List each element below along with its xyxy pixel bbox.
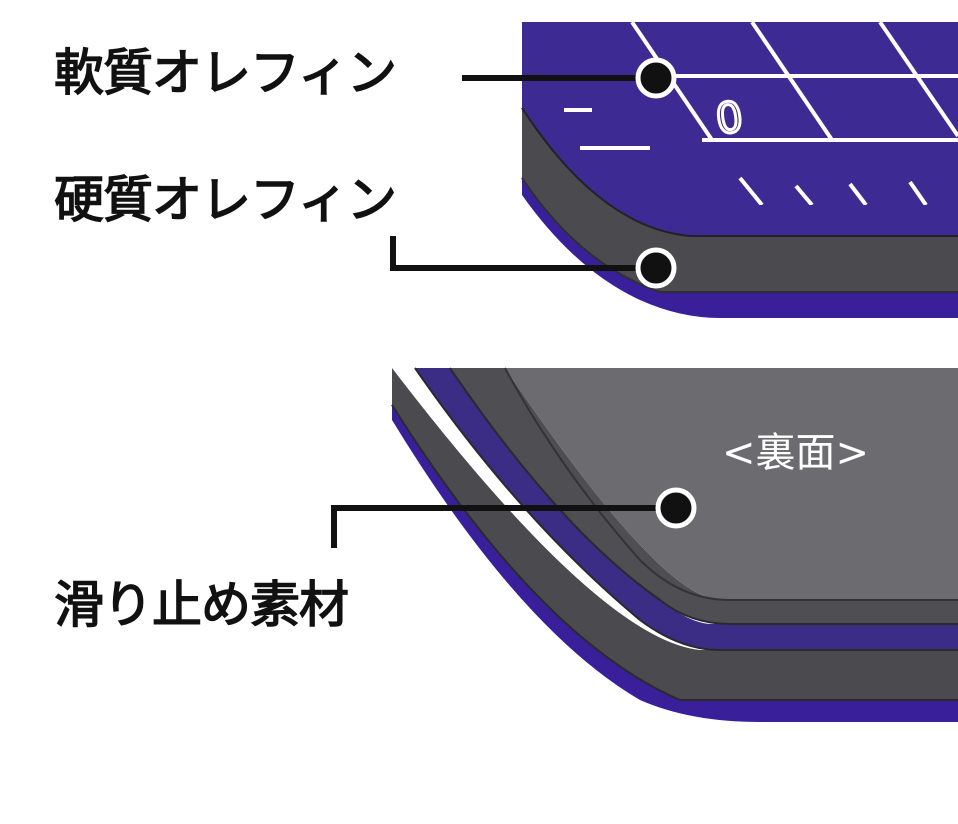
- top-bottom-purple-rim: [522, 170, 958, 318]
- top-mat-section: 0: [521, 22, 958, 318]
- label-soft-olefin: 軟質オレフィン: [54, 44, 397, 102]
- callout-dot-nonslip: [655, 487, 697, 529]
- callout-line-nonslip: [331, 505, 676, 548]
- callout-dot-hard: [635, 247, 677, 289]
- label-back-side: <裏面>: [722, 430, 870, 476]
- callout-line-hard: [390, 236, 656, 271]
- callout-dot-soft: [635, 57, 677, 99]
- non-slip-back-surface: [505, 368, 958, 600]
- callouts: [331, 57, 697, 548]
- label-hard-olefin: 硬質オレフィン: [54, 171, 397, 229]
- bottom-gray-layer-lower: [392, 368, 958, 700]
- label-non-slip-material: 滑り止め素材: [54, 576, 349, 634]
- bottom-gray-layer-upper: [450, 368, 958, 624]
- hard-olefin-core-layer: [522, 108, 958, 292]
- bottom-mat-section: [391, 367, 958, 722]
